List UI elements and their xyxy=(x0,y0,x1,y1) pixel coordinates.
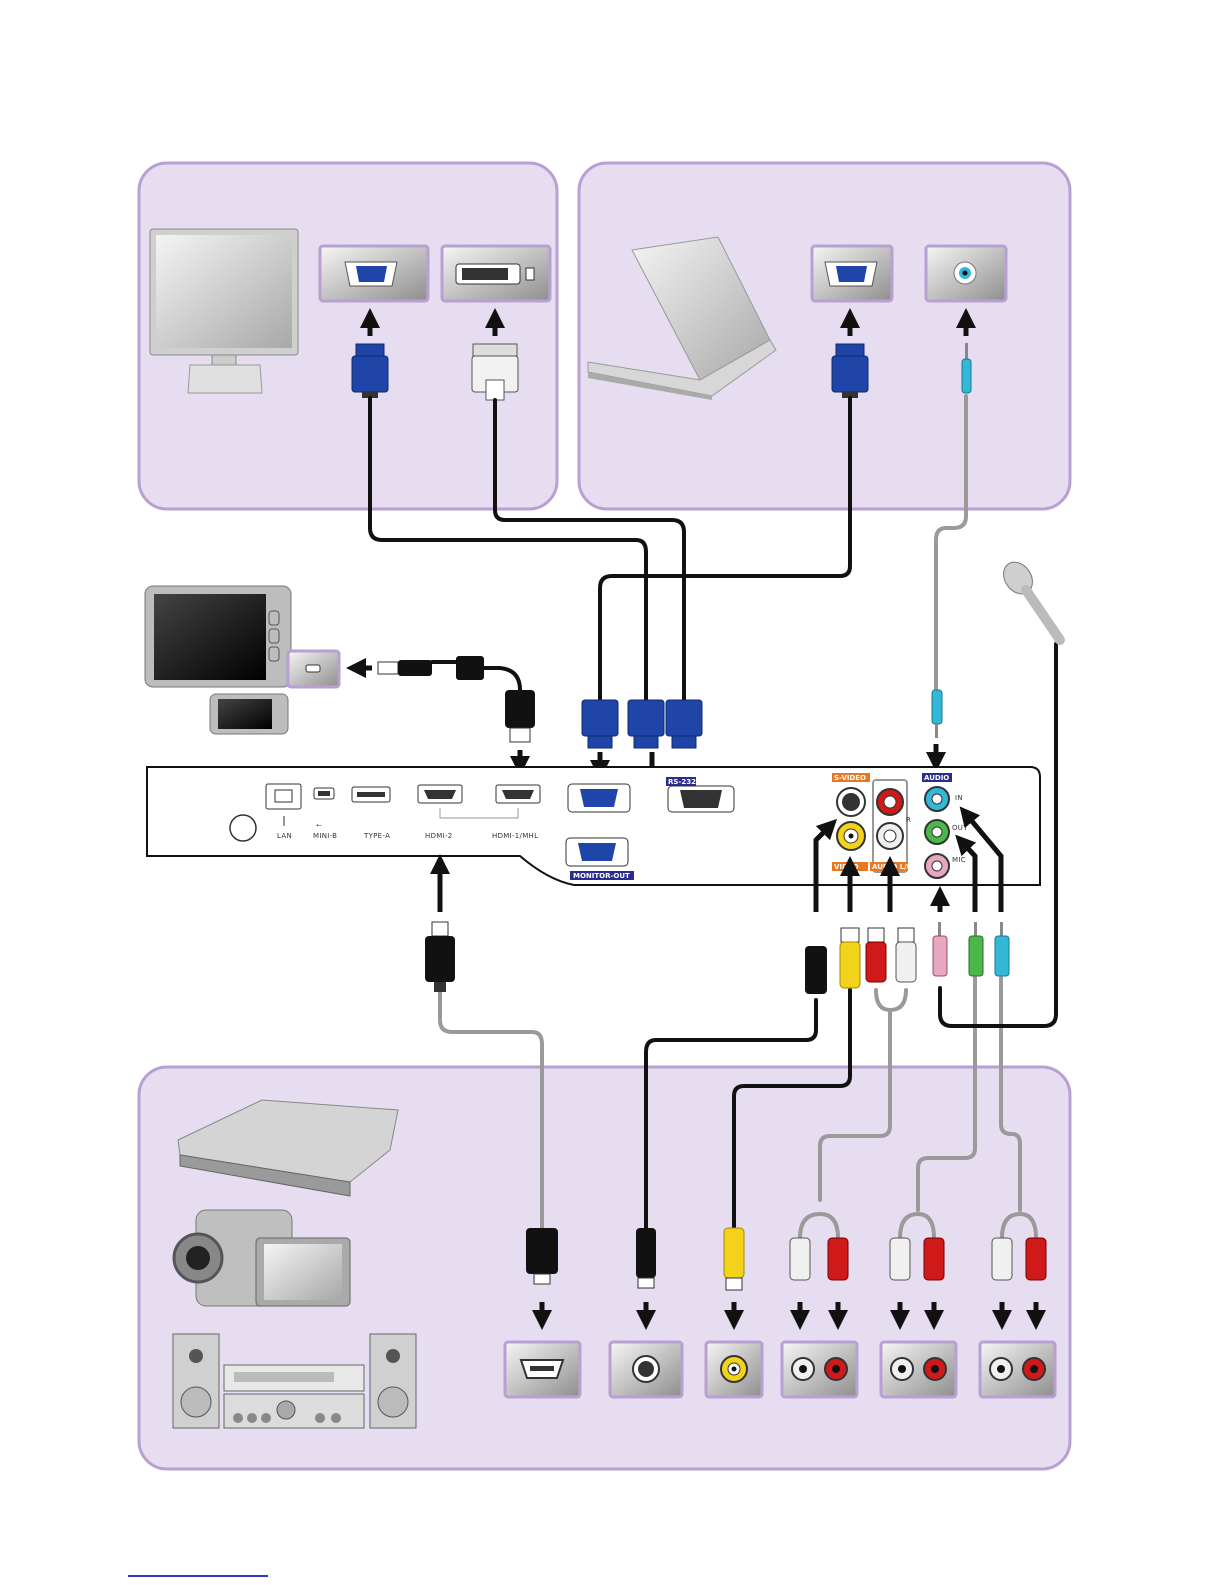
monitor-vga-port xyxy=(320,246,428,301)
type-a-label: TYPE-A xyxy=(363,832,390,840)
dvi-plug-monitor xyxy=(472,344,518,400)
tablet-icon xyxy=(145,586,291,687)
usb-icon-mini-b: ⭠ xyxy=(316,821,322,829)
mini-b-port xyxy=(314,788,334,799)
vga-plug-monitor xyxy=(352,344,388,398)
audio-l-port xyxy=(877,823,903,849)
hdmi2-label: HDMI-2 xyxy=(425,832,453,840)
micro-usb-port xyxy=(288,651,339,687)
svideo-label: S-VIDEO xyxy=(834,774,866,782)
audio-out-port xyxy=(925,820,949,844)
power-jack xyxy=(230,815,256,841)
device-audio-lr-port-1 xyxy=(782,1342,857,1397)
rs232-label: RS-232 xyxy=(668,778,696,786)
vga-plug-laptop xyxy=(832,344,868,398)
hdmi1-port xyxy=(496,785,540,803)
laptop-panel xyxy=(579,163,1070,509)
vga-plugs-projector xyxy=(582,700,702,748)
audio-jack-projector xyxy=(932,690,942,738)
plugs-below-projector xyxy=(425,922,1009,994)
video-label: VIDEO xyxy=(834,863,859,871)
audio-label: AUDIO xyxy=(924,774,949,782)
svideo-port xyxy=(837,788,865,816)
audio-r-port xyxy=(877,789,903,815)
mic-label: MIC xyxy=(952,856,966,864)
laptop-vga-port xyxy=(812,246,892,301)
hdmi2-port xyxy=(418,785,462,803)
type-a-port xyxy=(352,787,390,802)
video-port xyxy=(837,822,865,850)
hdmi1-label: HDMI-1/MHL xyxy=(492,832,538,840)
in-label: IN xyxy=(955,794,963,802)
laptop-audio-port xyxy=(926,246,1006,301)
vga-in-port xyxy=(568,784,630,812)
device-hdmi-port xyxy=(505,1342,580,1397)
device-audio-lr-port-3 xyxy=(980,1342,1055,1397)
microphone-icon xyxy=(998,557,1060,640)
footer-link-underline xyxy=(128,1575,268,1577)
device-audio-lr-port-2 xyxy=(881,1342,956,1397)
mini-b-label: MINI-B xyxy=(313,832,337,840)
smartphone-icon xyxy=(210,694,288,734)
out-label: OUT xyxy=(952,824,968,832)
device-video-port xyxy=(706,1342,762,1397)
monitor-dvi-port xyxy=(442,246,550,301)
r-label: R xyxy=(906,816,911,824)
device-svideo-port xyxy=(610,1342,682,1397)
mhl-cable-plugs xyxy=(378,656,535,742)
monitor-out-label: MONITOR-OUT xyxy=(573,872,630,880)
lan-label: LAN xyxy=(277,832,292,840)
mic-port xyxy=(925,854,949,878)
audio-in-port xyxy=(925,787,949,811)
